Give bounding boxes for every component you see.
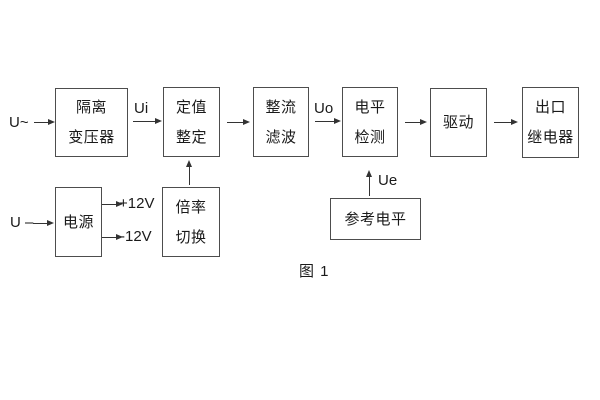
block-driver: 驱动 [430, 88, 487, 157]
arrow-ratio-to-setting [186, 160, 193, 185]
block-label: 隔离 [75, 99, 107, 116]
signal-label-minus-12v: -12V [120, 228, 152, 245]
block-label: 出口 [534, 99, 566, 116]
block-label: 切换 [175, 228, 207, 246]
block-isolation-transformer: 隔离 变压器 [55, 88, 128, 157]
block-label: 继电器 [527, 129, 574, 146]
block-label: 定值 [175, 98, 207, 116]
arrow-dc-input-to-power [33, 220, 54, 227]
signal-label-plus-12v: +12V [119, 195, 155, 212]
block-reference-level: 参考电平 [330, 198, 421, 240]
block-ratio-switch: 倍率 切换 [162, 187, 220, 257]
signal-label-ue: Ue [378, 172, 398, 189]
block-value-setting: 定值 整定 [163, 87, 220, 157]
signal-label-dc-input: U – [10, 214, 34, 231]
block-label: 电平 [354, 98, 386, 116]
block-label: 检测 [354, 128, 386, 146]
arrow-rectifier-to-detection [315, 118, 341, 125]
arrow-driver-to-relay [494, 119, 518, 126]
signal-label-uo: Uo [314, 100, 334, 117]
block-rectifier-filter: 整流 滤波 [253, 87, 309, 157]
block-output-relay: 出口 继电器 [522, 87, 579, 158]
block-label: 电源 [62, 213, 94, 231]
arrow-reference-ue-to-detection [366, 170, 373, 196]
block-label: 驱动 [442, 114, 474, 131]
arrow-isolation-to-setting [133, 118, 162, 125]
block-label: 整定 [175, 128, 207, 146]
figure-caption: 图 1 [299, 263, 330, 280]
arrow-power-minus-12v [102, 234, 123, 241]
block-label: 变压器 [68, 129, 115, 146]
arrow-power-plus-12v [102, 201, 123, 208]
arrow-setting-to-rectifier [227, 119, 250, 126]
block-power-supply: 电源 [55, 187, 102, 257]
signal-label-ui: Ui [134, 100, 149, 117]
block-label: 整流 [265, 98, 297, 116]
block-label: 滤波 [265, 128, 297, 146]
arrow-ac-input-to-isolation [34, 119, 55, 126]
block-label: 参考电平 [344, 210, 407, 228]
block-label: 倍率 [175, 198, 207, 216]
arrow-detection-to-driver [405, 119, 427, 126]
block-level-detection: 电平 检测 [342, 87, 398, 157]
signal-label-ac-input: U~ [9, 114, 29, 131]
